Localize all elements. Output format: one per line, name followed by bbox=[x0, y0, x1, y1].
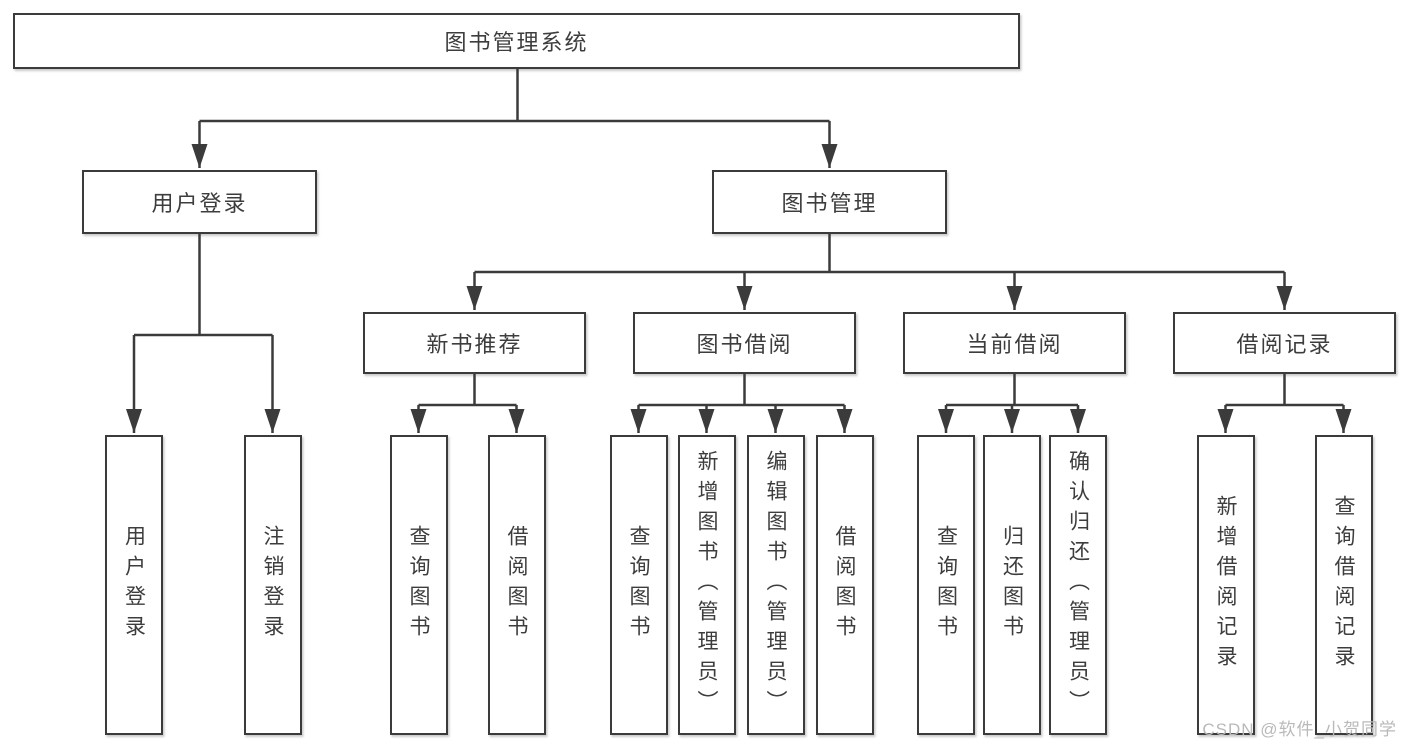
leaf-add-book-admin-label: 新增图书（管理员） bbox=[695, 450, 718, 720]
node-book-management-label: 图书管理 bbox=[781, 191, 878, 216]
leaf-confirm-return-admin: 确认归还（管理员） bbox=[1049, 435, 1107, 735]
leaf-query-books-current-label: 查询图书 bbox=[934, 525, 958, 645]
leaf-logout-label: 注销登录 bbox=[261, 525, 284, 645]
leaf-return-book: 归还图书 bbox=[983, 435, 1041, 735]
edges-root-to-level2 bbox=[191, 69, 838, 168]
edges-new-book-recommend-children bbox=[410, 374, 525, 433]
edges-book-management-children bbox=[466, 234, 1293, 310]
leaf-user-login: 用户登录 bbox=[105, 435, 163, 735]
leaf-borrow-books-label: 借阅图书 bbox=[833, 525, 856, 645]
leaf-edit-book-admin-label: 编辑图书（管理员） bbox=[764, 450, 787, 720]
node-library-system-label: 图书管理系统 bbox=[444, 30, 589, 55]
leaf-query-books-recommend-label: 查询图书 bbox=[407, 525, 430, 645]
edges-user-login-children bbox=[126, 234, 281, 433]
leaf-query-books-borrow-label: 查询图书 bbox=[627, 525, 650, 645]
node-current-borrow-label: 当前借阅 bbox=[966, 332, 1063, 357]
node-borrow-records: 借阅记录 bbox=[1173, 312, 1396, 374]
leaf-query-books-recommend: 查询图书 bbox=[389, 435, 448, 735]
leaf-logout: 注销登录 bbox=[243, 435, 302, 735]
leaf-query-books-borrow: 查询图书 bbox=[609, 435, 668, 735]
node-borrow-records-label: 借阅记录 bbox=[1236, 332, 1333, 357]
leaf-edit-book-admin: 编辑图书（管理员） bbox=[746, 435, 805, 735]
node-current-borrow: 当前借阅 bbox=[903, 312, 1126, 374]
leaf-query-borrow-record-label: 查询借阅记录 bbox=[1332, 495, 1355, 675]
leaf-add-borrow-record-label: 新增借阅记录 bbox=[1214, 495, 1237, 675]
leaf-query-borrow-record: 查询借阅记录 bbox=[1314, 435, 1373, 735]
leaf-add-book-admin: 新增图书（管理员） bbox=[677, 435, 736, 735]
node-book-borrow: 图书借阅 bbox=[633, 312, 856, 374]
node-user-login: 用户登录 bbox=[82, 170, 317, 234]
leaf-add-borrow-record: 新增借阅记录 bbox=[1196, 435, 1255, 735]
node-new-book-recommend-label: 新书推荐 bbox=[426, 332, 523, 357]
leaf-borrow-books-recommend: 借阅图书 bbox=[487, 435, 546, 735]
node-user-login-label: 用户登录 bbox=[151, 191, 248, 216]
leaf-borrow-books-recommend-label: 借阅图书 bbox=[505, 525, 528, 645]
node-new-book-recommend: 新书推荐 bbox=[363, 312, 586, 374]
leaf-borrow-books: 借阅图书 bbox=[815, 435, 874, 735]
node-book-management: 图书管理 bbox=[712, 170, 947, 234]
leaf-confirm-return-admin-label: 确认归还（管理员） bbox=[1066, 450, 1090, 720]
leaf-user-login-label: 用户登录 bbox=[122, 525, 146, 645]
leaf-return-book-label: 归还图书 bbox=[1000, 525, 1024, 645]
edges-current-borrow-children bbox=[938, 374, 1086, 433]
leaf-query-books-current: 查询图书 bbox=[917, 435, 975, 735]
csdn-watermark: CSDN @软件_小贺同学 bbox=[1202, 720, 1397, 739]
node-book-borrow-label: 图书借阅 bbox=[696, 332, 793, 357]
edges-borrow-records-children bbox=[1217, 374, 1352, 433]
edges-book-borrow-children bbox=[630, 374, 853, 433]
node-library-system: 图书管理系统 bbox=[13, 13, 1020, 69]
